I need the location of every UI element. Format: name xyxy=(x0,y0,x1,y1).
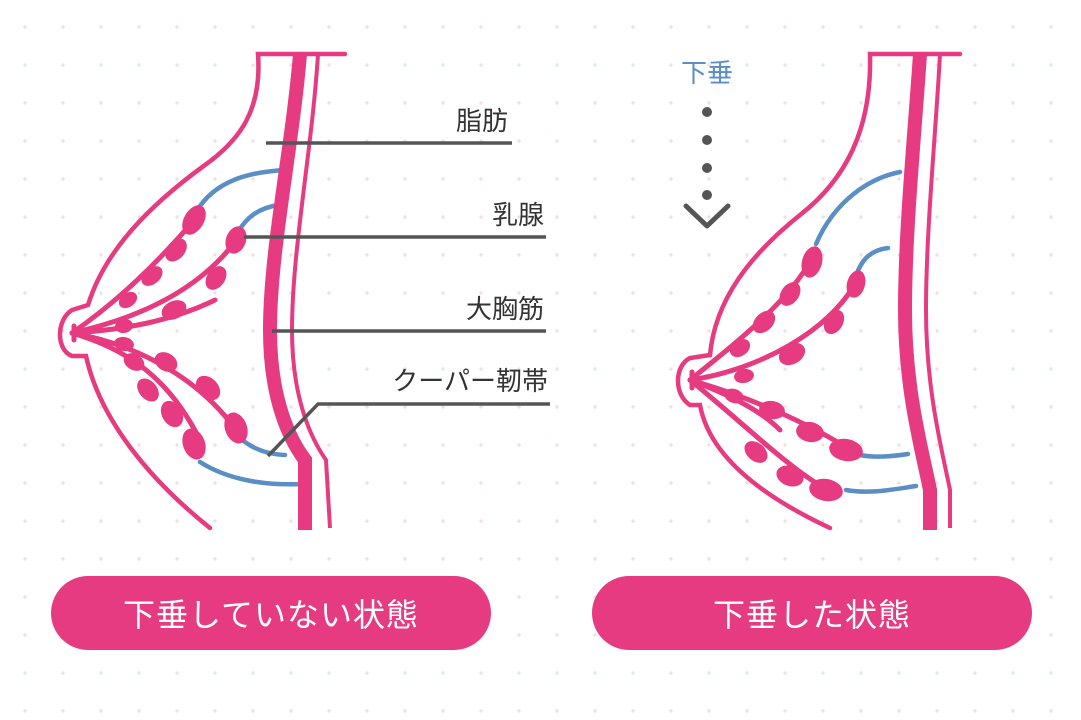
left-chest-wall-outer xyxy=(289,53,332,529)
caption-sagging: 下垂した状態 xyxy=(592,576,1032,650)
left-mammary-lobules xyxy=(114,205,248,460)
left-fat-boundary-upper xyxy=(193,167,288,215)
right-fat-boundary-lower-inner xyxy=(857,451,911,459)
left-skin-outline xyxy=(57,51,348,531)
right-fat-boundary-lower xyxy=(843,483,919,494)
right-breast-illustration: 下垂 xyxy=(675,51,963,531)
left-label-lines xyxy=(244,141,550,458)
label-pectoralis-major: 大胸筋 xyxy=(466,295,544,325)
right-fat-boundary-upper xyxy=(813,169,903,247)
sag-arrow-dots xyxy=(702,107,712,200)
right-skin-outline xyxy=(675,51,963,531)
left-breast-illustration: 脂肪 乳腺 大胸筋 クーパー靭帯 xyxy=(57,51,550,531)
label-fat: 脂肪 xyxy=(456,107,508,137)
left-mammary-ducts xyxy=(69,215,241,443)
sag-arrow-label: 下垂 xyxy=(681,59,733,89)
right-pectoralis-major xyxy=(897,53,937,530)
label-mammary-gland: 乳腺 xyxy=(492,201,544,231)
sag-arrow-down-icon xyxy=(683,203,731,229)
left-pectoralis-major xyxy=(262,53,312,530)
right-mammary-ducts xyxy=(687,255,859,493)
label-cooper-ligament: クーパー靭帯 xyxy=(392,367,548,397)
right-chest-wall-outer xyxy=(923,53,952,528)
caption-not-sagging: 下垂していない状態 xyxy=(51,576,491,650)
cooper-ligament-label-line xyxy=(266,402,550,458)
right-mammary-lobules xyxy=(724,246,866,502)
left-fat-boundary-lower xyxy=(197,459,305,487)
